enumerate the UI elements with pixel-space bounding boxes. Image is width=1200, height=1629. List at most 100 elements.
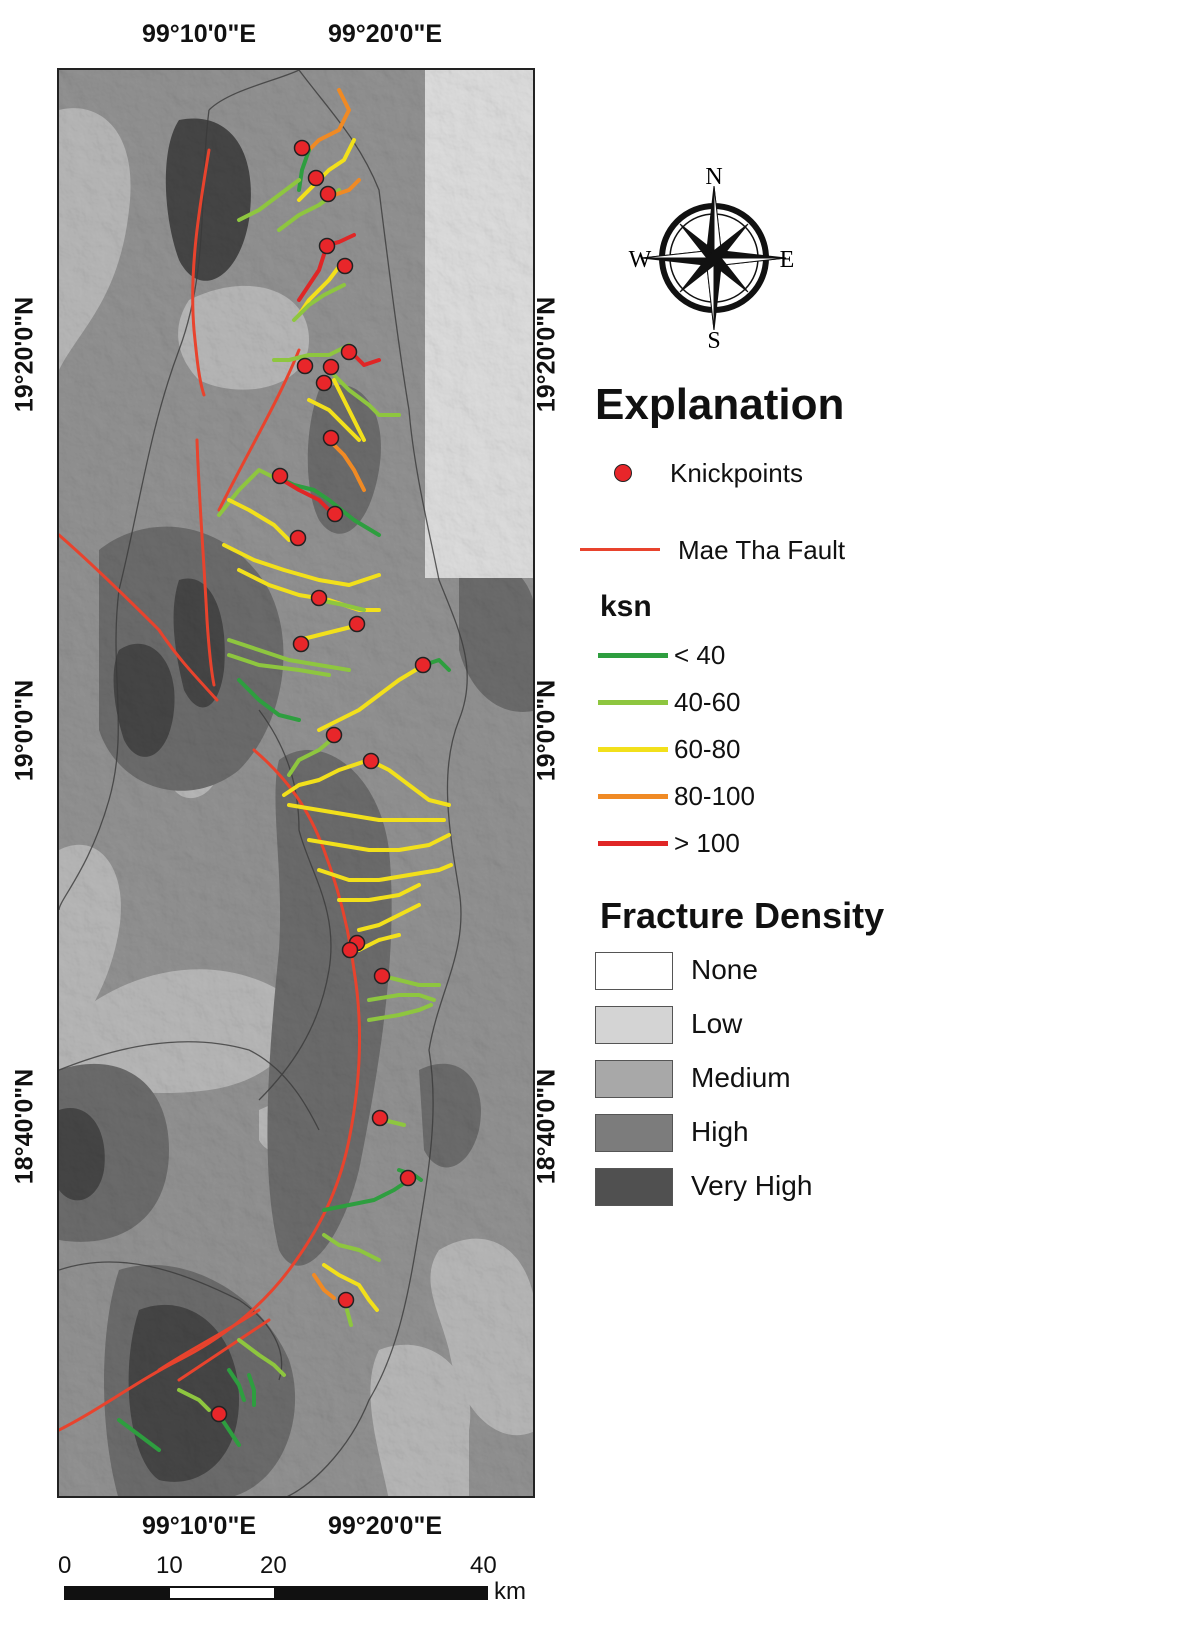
stream-segment — [287, 803, 446, 822]
fracture-label: Low — [691, 1008, 743, 1039]
ksn-label: 40-60 — [674, 687, 741, 717]
fracture-title: Fracture Density — [600, 895, 885, 936]
stream-segment — [297, 233, 356, 302]
fracture-label: Medium — [691, 1062, 791, 1093]
ksn-label: 60-80 — [674, 734, 741, 764]
knickpoint-marker — [322, 358, 340, 376]
knickpoint-marker — [319, 185, 337, 203]
scale-tick-0: 0 — [58, 1552, 72, 1579]
knickpoints-label: Knickpoints — [670, 458, 803, 488]
knickpoint-marker — [310, 589, 328, 607]
streams-overlay — [117, 88, 453, 1452]
fracture-legend-item: Medium — [595, 1060, 895, 1100]
ksn-legend-item: < 40 — [598, 640, 858, 674]
knickpoint-marker — [337, 1291, 355, 1309]
ksn-swatch — [598, 700, 668, 705]
stream-segment — [287, 733, 339, 777]
fracture-legend-item: Low — [595, 1006, 895, 1046]
knickpoint-marker — [318, 237, 336, 255]
stream-segment — [307, 833, 451, 852]
stream-segment — [227, 638, 351, 672]
compass-n: N — [705, 164, 722, 190]
fracture-legend-item: Very High — [595, 1168, 895, 1208]
legend-title: Explanation — [595, 380, 845, 429]
stream-segment — [332, 373, 401, 417]
knickpoint-symbol — [614, 464, 632, 482]
ksn-swatch — [598, 841, 668, 846]
fracture-legend-item: None — [595, 952, 895, 992]
stream-segment — [317, 663, 426, 732]
stream-segment — [345, 1308, 353, 1327]
stream-segment — [217, 468, 281, 517]
right-lat-label-3: 18°40'0"N — [532, 1068, 561, 1185]
stream-segment — [332, 378, 366, 442]
fracture-swatch — [595, 1168, 673, 1206]
knickpoint-marker — [210, 1405, 228, 1423]
knickpoint-marker — [322, 429, 340, 447]
stream-segment — [297, 138, 356, 202]
stream-segment — [357, 903, 421, 932]
stream-segment — [317, 598, 366, 612]
ksn-legend-item: > 100 — [598, 828, 858, 862]
knickpoint-marker — [371, 1109, 389, 1127]
left-lat-label-2: 19°0'0"N — [10, 679, 39, 782]
stream-segment — [272, 343, 351, 362]
stream-segment — [237, 678, 301, 722]
fracture-label: Very High — [691, 1170, 813, 1201]
knickpoint-marker — [296, 357, 314, 375]
fracture-swatch — [595, 1060, 673, 1098]
bottom-lon-label-1: 99°10'0"E — [142, 1512, 256, 1540]
stream-segment — [317, 863, 453, 882]
scale-bar — [64, 1586, 488, 1600]
ksn-legend-item: 40-60 — [598, 687, 858, 721]
map-canvas — [59, 70, 533, 1496]
fracture-legend-item: High — [595, 1114, 895, 1154]
stream-segment — [367, 993, 436, 1002]
stream-segment — [247, 1373, 256, 1407]
mae-tha-fault — [59, 148, 361, 1432]
scale-unit: km — [494, 1578, 526, 1605]
knickpoint-marker — [414, 656, 432, 674]
right-lat-label-1: 19°20'0"N — [532, 296, 561, 413]
stream-segment — [272, 473, 336, 517]
stream-segment — [332, 178, 361, 197]
knickpoint-marker — [373, 967, 391, 985]
knickpoint-marker — [399, 1169, 417, 1187]
knickpoint-marker — [271, 467, 289, 485]
stream-segment — [237, 178, 301, 222]
fracture-label: High — [691, 1116, 749, 1147]
knickpoint-marker — [348, 615, 366, 633]
stream-segment — [322, 1263, 379, 1312]
compass-w: W — [629, 247, 652, 273]
stream-segment — [237, 1338, 286, 1377]
left-lat-label-3: 18°40'0"N — [10, 1068, 39, 1185]
stream-segment — [297, 148, 311, 192]
ksn-swatch — [598, 794, 668, 799]
stream-segment — [177, 1388, 211, 1412]
fault-symbol — [580, 548, 660, 551]
stream-segment — [327, 438, 366, 492]
knickpoint-marker — [325, 726, 343, 744]
stream-segment — [292, 283, 346, 322]
fault-label: Mae Tha Fault — [678, 535, 846, 565]
knickpoint-marker — [362, 752, 380, 770]
stream-segment — [222, 543, 381, 587]
knickpoint-marker — [293, 139, 311, 157]
knickpoint-marker — [315, 374, 333, 392]
ksn-legend-item: 60-80 — [598, 734, 858, 768]
fracture-swatch — [595, 1006, 673, 1044]
stream-segment — [282, 758, 371, 797]
stream-segment — [357, 933, 401, 952]
stream-segment — [322, 1178, 411, 1212]
fracture-label: None — [691, 954, 758, 985]
knickpoint-marker — [292, 635, 310, 653]
ksn-swatch — [598, 653, 668, 658]
ksn-title: ksn — [600, 590, 652, 623]
stream-segment — [227, 653, 331, 677]
knickpoint-marker — [336, 257, 354, 275]
stream-segment — [337, 883, 421, 902]
top-lon-label-1: 99°10'0"E — [142, 20, 256, 48]
scale-tick-20: 20 — [260, 1552, 287, 1579]
stream-segment — [307, 88, 351, 152]
stream-segment — [367, 758, 451, 807]
